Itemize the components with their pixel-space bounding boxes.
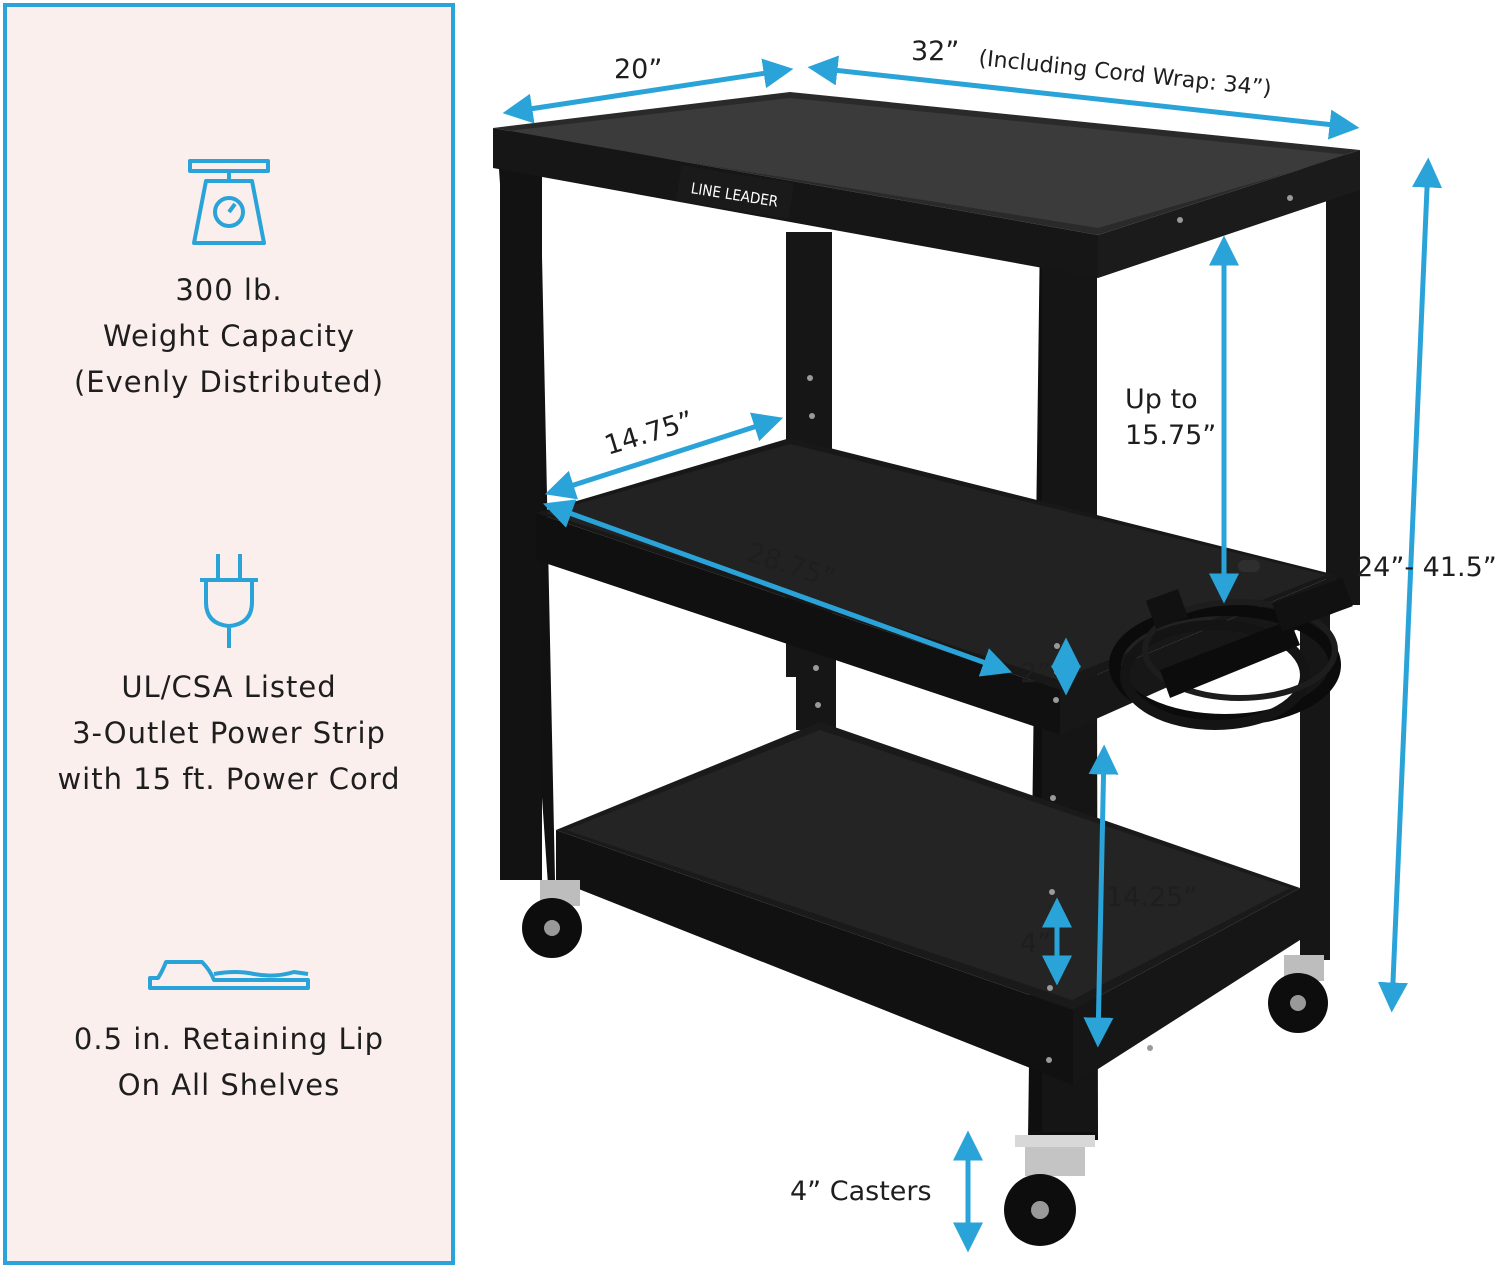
- shelf-lip-label: 2”: [1020, 658, 1051, 689]
- feature-lip-line-2: On All Shelves: [117, 1068, 341, 1102]
- shelf-width-arrow: [542, 499, 1013, 677]
- power-plug-icon: [200, 554, 258, 648]
- height-arrow: [1377, 157, 1443, 1013]
- lower-gap-arrow: [1083, 744, 1119, 1048]
- feature-power-line-2: 3-Outlet Power Strip: [72, 716, 386, 750]
- feature-lip-line-1: 0.5 in. Retaining Lip: [73, 1022, 385, 1056]
- top-gap-label-1: Up to: [1125, 384, 1198, 415]
- dimension-arrows: [502, 55, 1443, 1253]
- feature-weight-line-3: (Evenly Distributed): [73, 365, 385, 399]
- width-note-label: (Including Cord Wrap: 34”): [977, 46, 1272, 102]
- top-gap-label-2: 15.75”: [1125, 420, 1216, 451]
- caster-front-right: [1004, 1135, 1095, 1246]
- power-strip: [1109, 560, 1353, 730]
- features-panel: 300 lb. Weight Capacity (Evenly Distribu…: [3, 3, 455, 1265]
- shelf-depth-label: 14.75”: [601, 405, 697, 461]
- width-arrow: [807, 55, 1360, 140]
- shelf-depth-arrow: [544, 412, 784, 500]
- feature-power: UL/CSA Listed 3-Outlet Power Strip with …: [7, 550, 451, 802]
- feature-lip: 0.5 in. Retaining Lip On All Shelves: [7, 952, 451, 1108]
- scale-icon: [188, 159, 270, 245]
- lower-gap-label: 14.25”: [1106, 882, 1197, 913]
- feature-weight: 300 lb. Weight Capacity (Evenly Distribu…: [7, 157, 451, 405]
- height-range-label: 24”- 41.5”: [1356, 552, 1497, 583]
- caster-front-left: [522, 880, 582, 958]
- width-label: 32”: [911, 36, 959, 67]
- leg-step-label: 4”: [1020, 928, 1051, 959]
- depth-label: 20”: [614, 54, 662, 85]
- depth-arrow: [502, 58, 794, 124]
- feature-weight-line-1: 300 lb.: [175, 273, 283, 307]
- caster-back-right: [1268, 955, 1328, 1033]
- feature-power-line-1: UL/CSA Listed: [121, 670, 337, 704]
- cart-body: LINE LEADER: [493, 92, 1360, 1246]
- feature-weight-line-2: Weight Capacity: [103, 319, 355, 353]
- casters-label: 4” Casters: [790, 1176, 932, 1207]
- feature-power-line-3: with 15 ft. Power Cord: [57, 762, 401, 796]
- retaining-lip-icon: [148, 960, 310, 990]
